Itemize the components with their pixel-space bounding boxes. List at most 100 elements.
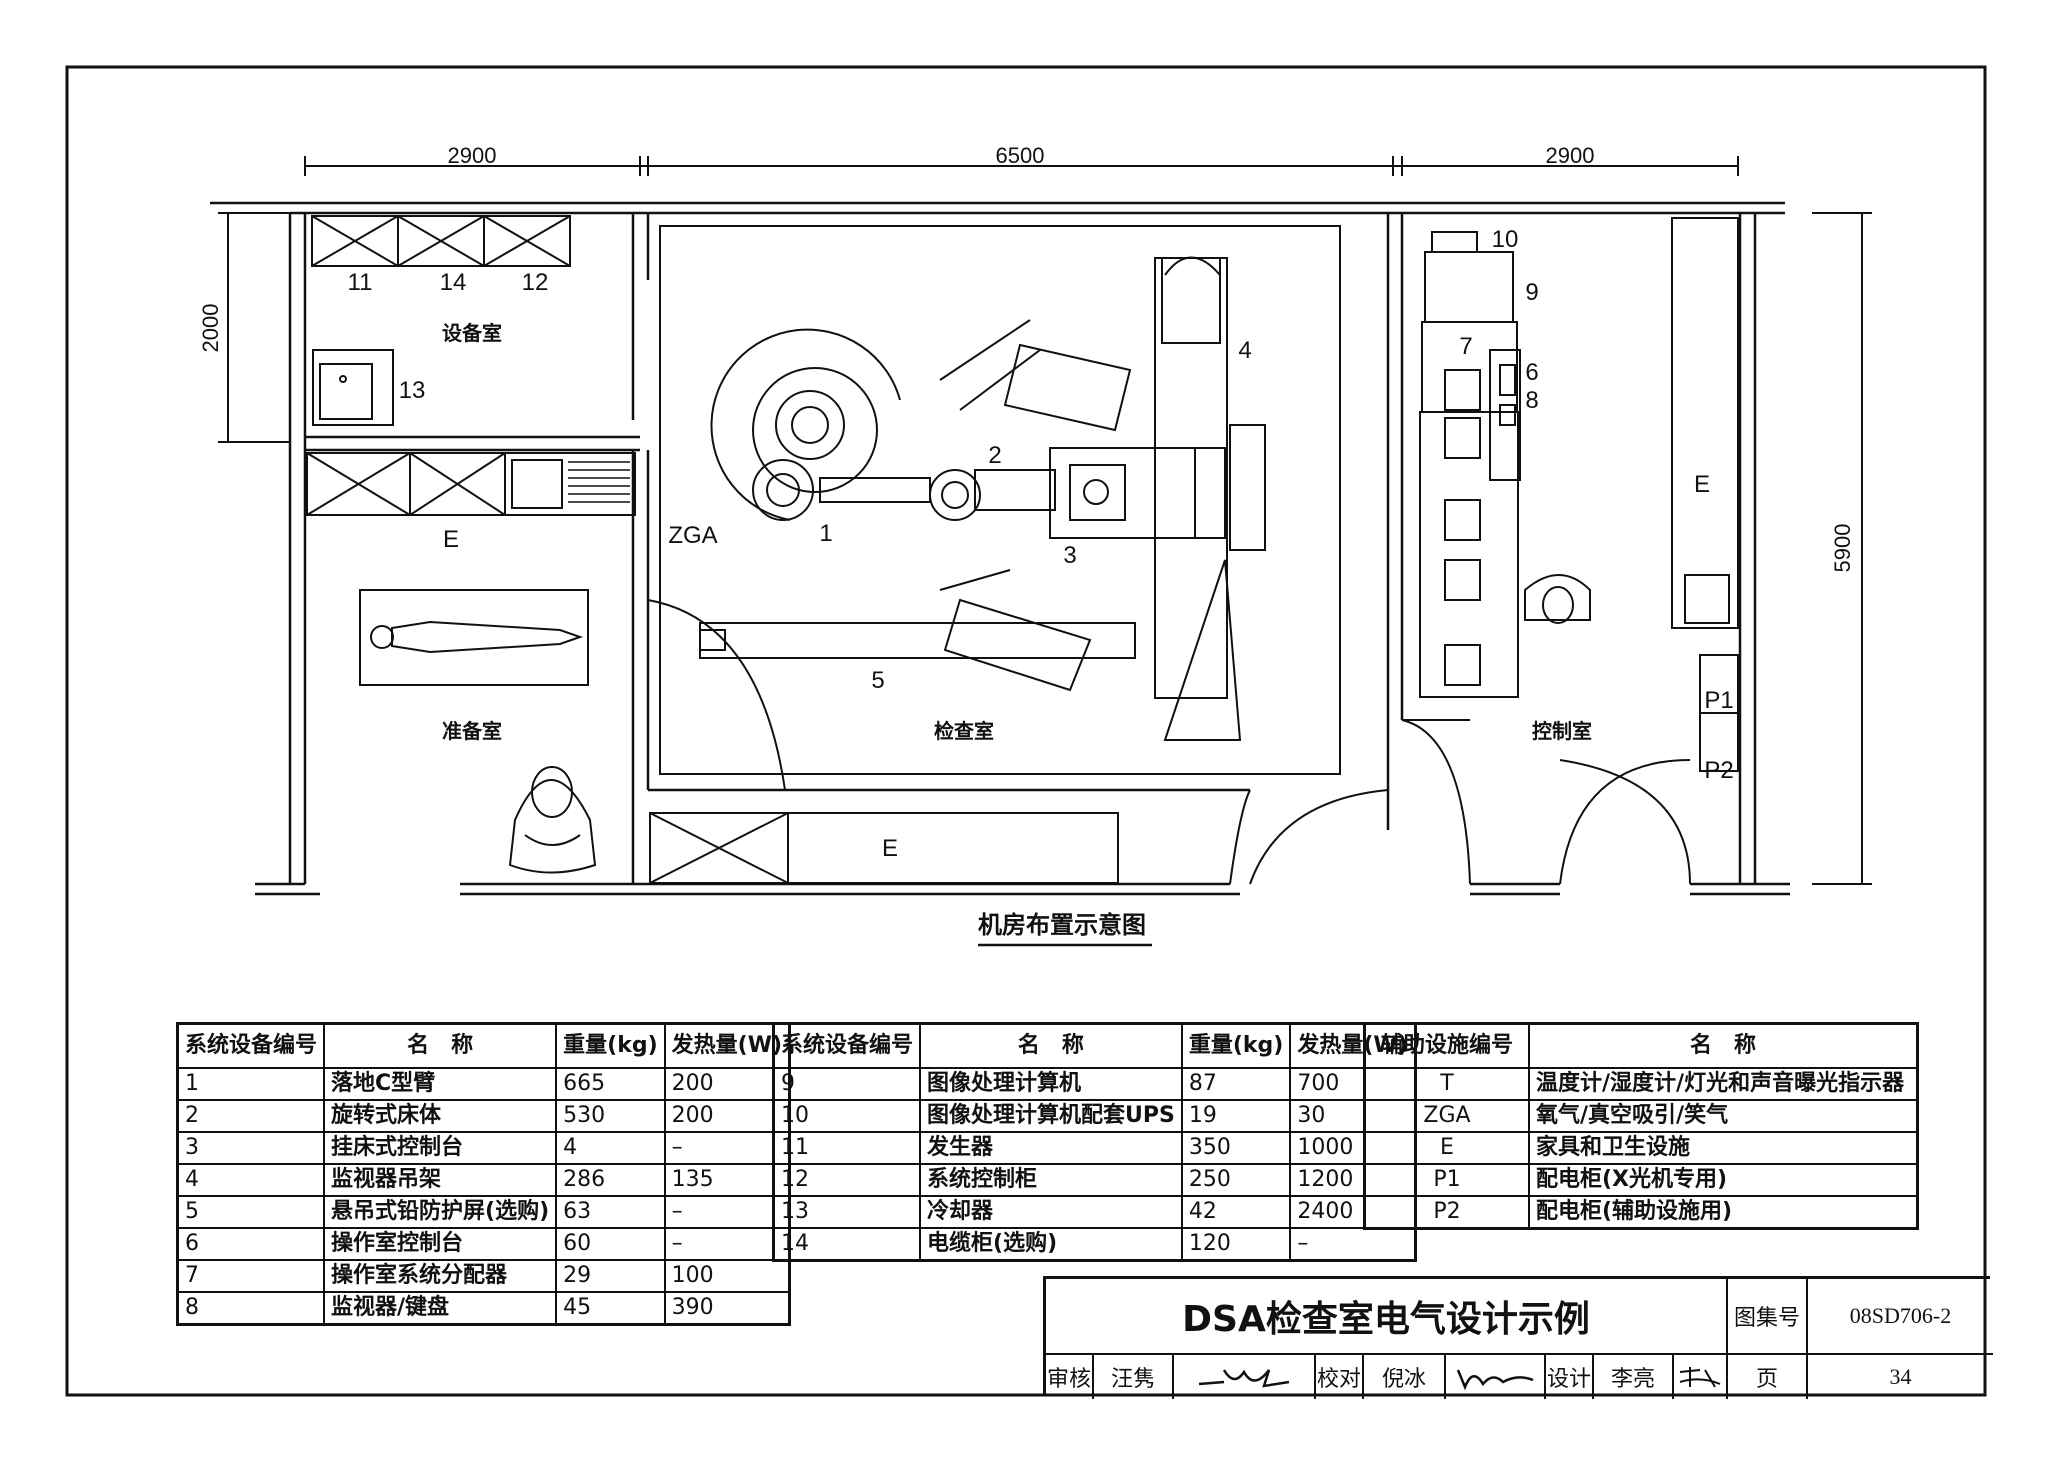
cell-name: 监视器/键盘	[323, 1291, 558, 1326]
dim-top-left: 2900	[448, 143, 497, 168]
table-header-row: 辅助设施编号 名 称	[1363, 1022, 1919, 1069]
room-label-prep: 准备室	[442, 719, 502, 743]
atlas-number: 08SD706-2	[1808, 1279, 1993, 1355]
cell-heat: –	[663, 1195, 791, 1229]
label-n9: 9	[1525, 279, 1538, 306]
cell-id: 11	[772, 1131, 922, 1165]
signature-mark	[1456, 1369, 1533, 1391]
dim-top-right: 2900	[1546, 143, 1595, 168]
label-n13: 13	[399, 377, 426, 404]
cell-aux-id: T	[1363, 1067, 1530, 1101]
cell-id: 14	[772, 1227, 922, 1262]
col-header-name: 名 称	[919, 1022, 1183, 1069]
cell-id: 10	[772, 1099, 922, 1133]
cell-aux-name: 配电柜(X光机专用)	[1528, 1163, 1919, 1197]
cell-name: 挂床式控制台	[323, 1131, 558, 1165]
cell-id: 3	[176, 1131, 326, 1165]
cell-heat: 200	[663, 1099, 791, 1133]
label-n1: 1	[819, 520, 832, 547]
cell-aux-name: 家具和卫生设施	[1528, 1131, 1919, 1165]
c-arm-and-table	[710, 328, 1226, 539]
cell-name: 冷却器	[919, 1195, 1183, 1229]
label-n11: 11	[348, 269, 373, 296]
page-number: 34	[1889, 1364, 1912, 1389]
doors	[647, 599, 1691, 885]
cell-weight: 250	[1180, 1163, 1292, 1197]
radiation-shield	[939, 319, 1132, 432]
signature-mark	[1198, 1369, 1290, 1388]
dim-left: 2000	[198, 304, 223, 353]
cell-id: 6	[176, 1227, 326, 1261]
cell-heat: 135	[663, 1163, 791, 1197]
label-p2: P2	[1704, 757, 1733, 784]
label-n7: 7	[1459, 333, 1472, 360]
cell-weight: 4	[555, 1131, 666, 1165]
cell-heat: 100	[663, 1259, 791, 1293]
signature-mark	[1679, 1367, 1721, 1388]
cell-weight: 29	[555, 1259, 666, 1293]
atlas-label: 图集号	[1728, 1279, 1808, 1355]
cabinets-11-14-12	[311, 215, 571, 267]
cell-aux-id: ZGA	[1363, 1099, 1530, 1133]
page-label: 页	[1728, 1355, 1808, 1399]
label-n3: 3	[1063, 542, 1076, 569]
cooler-13	[312, 349, 394, 426]
cell-name: 旋转式床体	[323, 1099, 558, 1133]
col-header-aux-name: 名 称	[1528, 1022, 1919, 1069]
cell-aux-name: 氧气/真空吸引/笑气	[1528, 1099, 1919, 1133]
dim-right: 5900	[1830, 524, 1855, 573]
room-label-exam: 检查室	[934, 719, 994, 743]
exam-room-frame	[659, 225, 1341, 775]
table-header-row: 系统设备编号 名 称 重量(kg) 发热量(W)	[772, 1022, 1417, 1069]
label-n5: 5	[871, 667, 884, 694]
cell-weight: 42	[1180, 1195, 1292, 1229]
label-n4: 4	[1238, 337, 1251, 364]
cell-name: 操作室系统分配器	[323, 1259, 558, 1293]
room-label-control: 控制室	[1532, 719, 1592, 743]
cell-name: 悬吊式铅防护屏(选购)	[323, 1195, 558, 1229]
checker-signature	[1446, 1355, 1546, 1399]
col-header-heat: 发热量(W)	[663, 1022, 791, 1069]
cell-heat: 200	[663, 1067, 791, 1101]
cell-weight: 665	[555, 1067, 666, 1101]
table-header-row: 系统设备编号 名 称 重量(kg) 发热量(W)	[176, 1022, 791, 1069]
plan-caption: 机房布置示意图	[978, 911, 1146, 939]
designer-signature	[1674, 1355, 1728, 1399]
label-n2: 2	[988, 442, 1001, 469]
label-e-control: E	[1694, 471, 1710, 498]
cell-weight: 350	[1180, 1131, 1292, 1165]
cell-heat: –	[1289, 1227, 1417, 1262]
cell-name: 图像处理计算机	[919, 1067, 1183, 1101]
prep-counter-sink	[306, 452, 636, 516]
design-label: 设计	[1546, 1355, 1594, 1399]
label-n12: 12	[522, 269, 549, 296]
cell-weight: 530	[555, 1099, 666, 1133]
label-n10: 10	[1492, 226, 1519, 253]
label-zga: ZGA	[668, 522, 717, 549]
cell-id: 1	[176, 1067, 326, 1101]
cell-heat: 390	[663, 1291, 791, 1326]
cell-weight: 286	[555, 1163, 666, 1197]
review-label: 审核	[1046, 1355, 1094, 1399]
cell-aux-name: 温度计/湿度计/灯光和声音曝光指示器	[1528, 1067, 1919, 1101]
col-header-weight: 重量(kg)	[555, 1022, 666, 1069]
col-header-name: 名 称	[323, 1022, 558, 1069]
drawing-title: DSA检查室电气设计示例	[1046, 1279, 1728, 1355]
label-e-prep: E	[443, 526, 459, 553]
cell-name: 电缆柜(选购)	[919, 1227, 1183, 1262]
